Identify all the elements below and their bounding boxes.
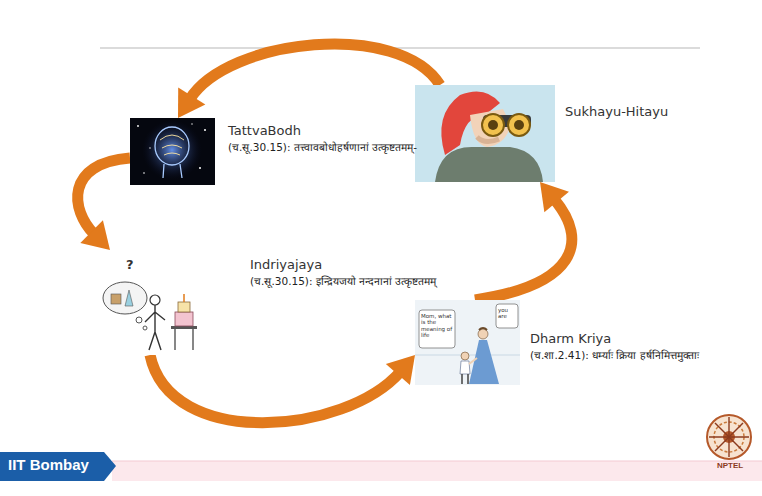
arrow-shaft xyxy=(78,158,130,234)
text-column: Indriyajaya(च.सू.30.15): इन्द्रियजयो नन्… xyxy=(250,250,436,288)
concept-node: TattvaBodh(च.सू.30.15): तत्त्वावबोधोहर्ष… xyxy=(130,118,417,185)
concept-node: Indriyajaya(च.सू.30.15): इन्द्रियजयो नन्… xyxy=(95,250,436,355)
arrow-head xyxy=(80,220,110,250)
question-mark: ? xyxy=(126,258,140,272)
nptel-logo xyxy=(707,415,751,459)
text-column: Dharm Kriya(च.शा.2.41): धर्म्याः क्रिया … xyxy=(530,300,699,362)
node-title: Indriyajaya xyxy=(250,256,436,274)
arrow-head xyxy=(178,87,205,118)
institute-name: IIT Bombay xyxy=(8,456,108,474)
arrow-head xyxy=(540,182,569,212)
speech-bubble-text: Mom, what is the meaning of life xyxy=(421,313,453,338)
node-title: Sukhayu-Hitayu xyxy=(565,103,668,121)
cycle-arrow xyxy=(78,158,130,250)
binoculars-illustration xyxy=(415,85,555,182)
footer-rule xyxy=(112,461,762,462)
text-column: Sukhayu-Hitayu xyxy=(565,85,668,121)
sanskrit-quote: (च.शा.2.41): धर्म्याः क्रिया हर्षनिमित्त… xyxy=(530,348,699,362)
arrow-head xyxy=(386,355,415,385)
temptation-illustration xyxy=(95,250,200,355)
cycle-arrow xyxy=(178,44,440,118)
arrow-shaft xyxy=(190,44,440,99)
brain-illustration xyxy=(130,118,215,185)
node-title: TattvaBodh xyxy=(228,122,417,140)
cycle-arrow xyxy=(475,182,572,300)
mother-child-illustration xyxy=(415,300,520,385)
logo-ring xyxy=(707,415,751,459)
text-column: TattvaBodh(च.सू.30.15): तत्त्वावबोधोहर्ष… xyxy=(228,118,417,154)
footer-tab xyxy=(0,452,116,481)
node-title: Dharm Kriya xyxy=(530,330,699,348)
footer-band xyxy=(112,461,762,481)
sanskrit-quote: (च.सू.30.15): तत्त्वावबोधोहर्षणानां उत्क… xyxy=(228,140,417,154)
speech-bubble-text: you are xyxy=(498,307,516,320)
arrow-shaft xyxy=(150,355,401,423)
arrow-shaft xyxy=(475,199,572,300)
concept-node: Dharm Kriya(च.शा.2.41): धर्म्याः क्रिया … xyxy=(415,300,699,385)
sanskrit-quote: (च.सू.30.15): इन्द्रियजयो नन्दनानां उत्क… xyxy=(250,274,436,288)
logo-text: NPTEL xyxy=(710,462,750,471)
logo-spokes xyxy=(709,417,749,457)
cycle-arrow xyxy=(150,355,415,423)
top-rule xyxy=(100,47,700,48)
concept-node: Sukhayu-Hitayu xyxy=(415,85,668,182)
